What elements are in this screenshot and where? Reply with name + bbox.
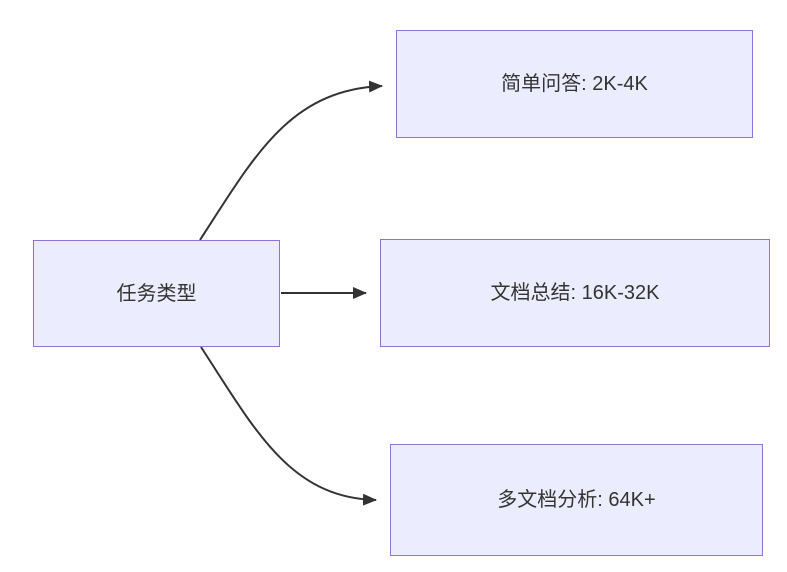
- edge-root-to-branch3: [200, 346, 377, 506]
- edge-root-to-branch1: [199, 80, 383, 241]
- node-simple-qa: 简单问答: 2K-4K: [396, 30, 753, 138]
- node-doc-summary-label: 文档总结: 16K-32K: [490, 282, 660, 304]
- node-doc-summary: 文档总结: 16K-32K: [380, 239, 770, 347]
- node-simple-qa-label: 简单问答: 2K-4K: [501, 73, 648, 95]
- node-task-type: 任务类型: [33, 240, 280, 347]
- node-task-type-label: 任务类型: [116, 282, 197, 305]
- node-multi-doc-analysis-label: 多文档分析: 64K+: [497, 489, 656, 511]
- node-multi-doc-analysis: 多文档分析: 64K+: [390, 444, 763, 556]
